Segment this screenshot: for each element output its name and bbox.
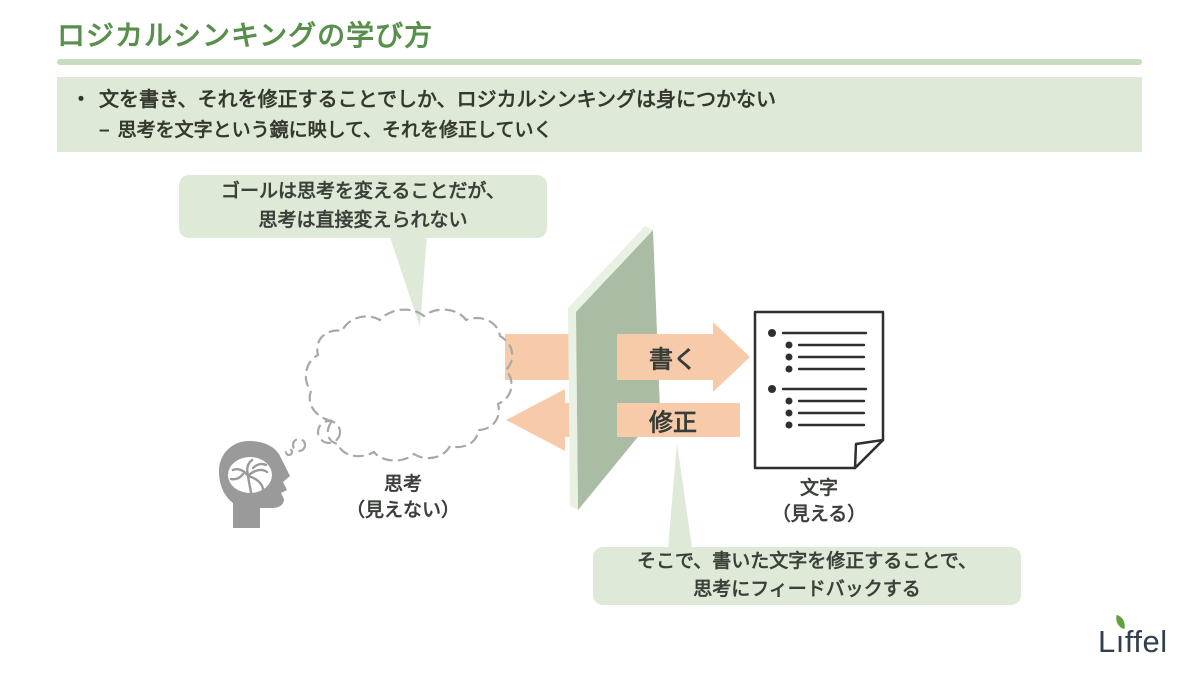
key-bullet: ・ 文を書き、それを修正することでしか、ロジカルシンキングは身につかない <box>71 84 1128 116</box>
logo-text-i: ı <box>1115 624 1125 659</box>
callout-goal-line2: 思考は直接変えられない <box>258 209 468 231</box>
callout-top-tail <box>389 234 427 327</box>
callout-goal: ゴールは思考を変えることだが、 思考は直接変えられない <box>179 175 547 238</box>
key-message-box: ・ 文を書き、それを修正することでしか、ロジカルシンキングは身につかない – 思… <box>57 77 1142 152</box>
cloud-bubble-medium <box>291 437 307 453</box>
revise-arrow-label: 修正 <box>649 409 697 437</box>
thought-label: 思考 （見えない） <box>346 472 460 523</box>
brain-folds <box>229 458 269 499</box>
mirror-pane-top-edge <box>568 226 653 312</box>
thought-label-sub: （見えない） <box>345 499 461 521</box>
document-folded-corner <box>853 438 885 470</box>
text-label-sub: （見える） <box>771 503 867 525</box>
document-icon <box>753 310 885 470</box>
title-underline <box>57 59 1142 65</box>
bullet-text: 文を書き、それを修正することでしか、ロジカルシンキングは身につかない <box>99 89 776 111</box>
cloud-bubble-small <box>284 447 294 457</box>
document-text-lines <box>768 329 868 429</box>
head-with-brain-icon <box>219 441 290 528</box>
logo-i: ı <box>1113 614 1128 660</box>
thought-label-main: 思考 <box>383 474 423 495</box>
mirror-pane-side-edge <box>568 308 578 510</box>
write-arrow-label: 書く <box>649 346 697 374</box>
bullet-marker: ・ <box>71 89 91 111</box>
callout-feedback-line1: そこで、書いた文字を修正することで、 <box>637 550 977 572</box>
page-title: ロジカルシンキングの学び方 <box>57 20 434 51</box>
logo-text-start: L <box>1098 624 1116 659</box>
sub-bullet-text: 思考を文字という鏡に映して、それを修正していく <box>117 120 553 141</box>
write-arrow <box>505 322 750 392</box>
callout-feedback-line2: 思考にフィードバックする <box>693 579 921 600</box>
sub-bullet-marker: – <box>99 120 110 141</box>
mirror-pane-face-front <box>576 268 617 510</box>
callout-feedback: そこで、書いた文字を修正することで、 思考にフィードバックする <box>593 547 1021 605</box>
callout-bottom-tail <box>668 443 692 548</box>
key-sub-bullet: – 思考を文字という鏡に映して、それを修正していく <box>99 116 1128 145</box>
revise-arrow <box>506 389 740 451</box>
text-label: 文字 （見える） <box>772 476 866 527</box>
callout-goal-line1: ゴールは思考を変えることだが、 <box>220 181 506 202</box>
logo-text-end: ffel <box>1124 624 1168 659</box>
text-label-main: 文字 <box>799 478 838 499</box>
thought-cloud-icon <box>284 308 514 462</box>
cloud-outline <box>304 308 514 462</box>
cloud-bubble-large <box>316 419 342 445</box>
